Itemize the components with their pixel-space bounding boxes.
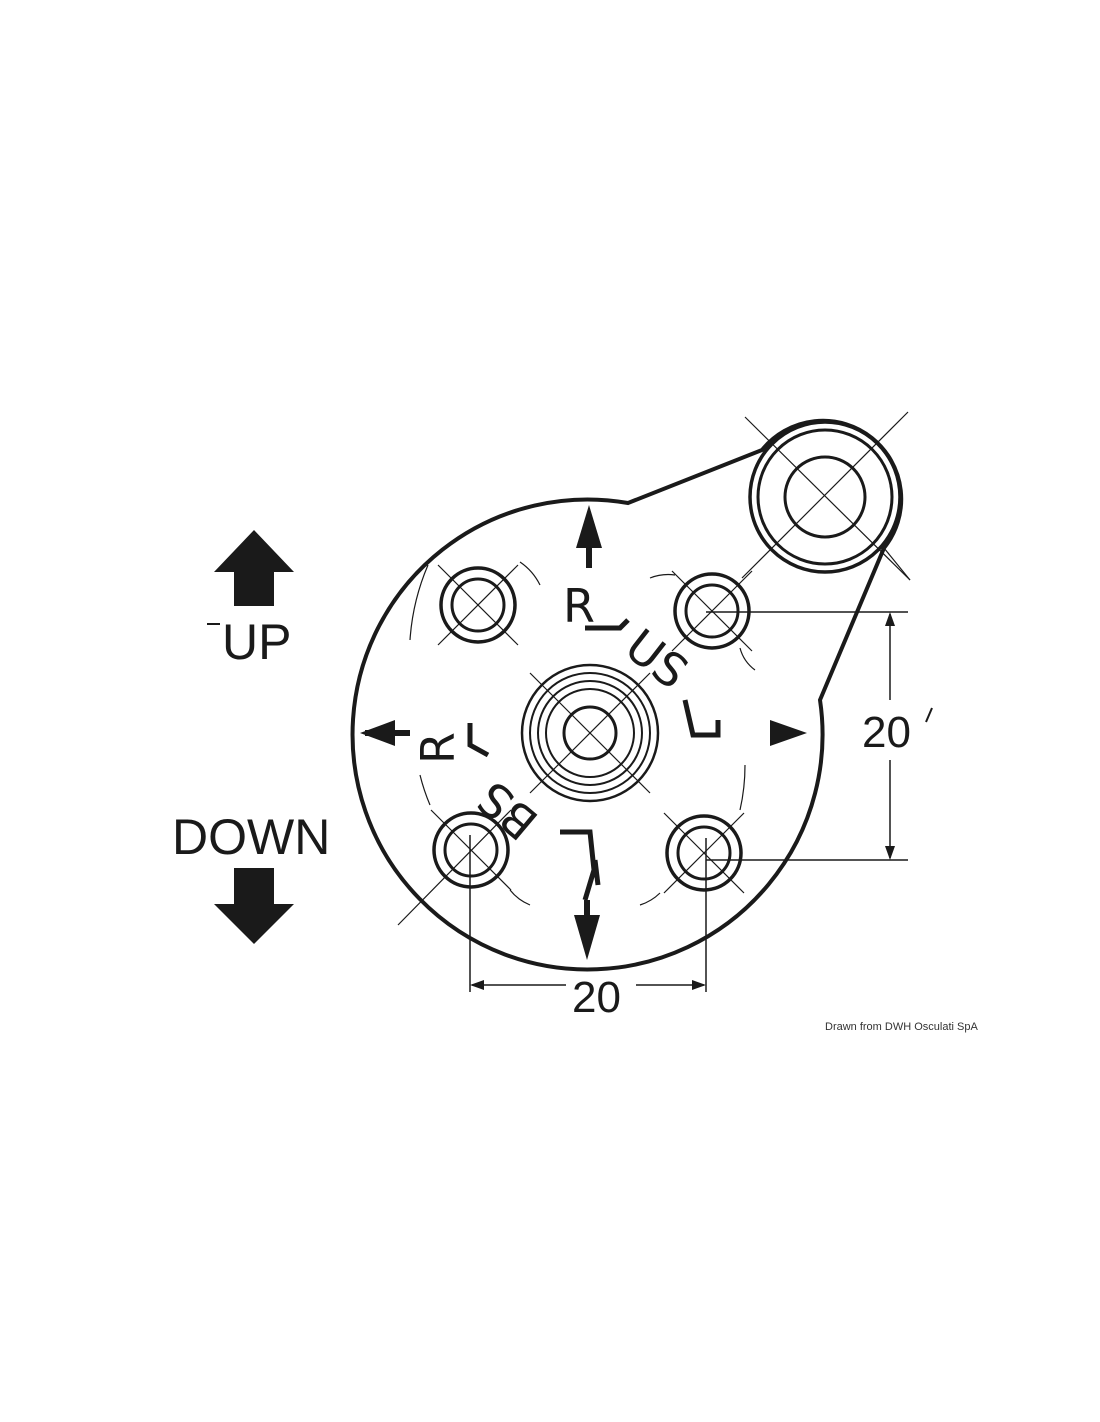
mounting-hole-top-right xyxy=(671,570,753,652)
pivot-boss xyxy=(741,411,911,581)
mounting-hole-bottom-left xyxy=(397,809,512,926)
plate-marking-top-r: R xyxy=(563,579,595,633)
up-label: UP xyxy=(222,614,291,670)
plate-marking-bs: BS xyxy=(467,771,548,851)
mounting-hole-bottom-right xyxy=(663,812,745,894)
dimension-lines xyxy=(469,611,908,992)
bolt-circle-arcs xyxy=(409,561,756,906)
dimension-horizontal: 20 xyxy=(572,973,621,1022)
credit-text: Drawn from DWH Osculati SpA xyxy=(825,1021,978,1033)
mounting-hole-top-left xyxy=(437,564,519,646)
arrow-down-icon xyxy=(214,868,294,944)
down-label: DOWN xyxy=(172,809,330,865)
plate-direction-arrows xyxy=(360,505,807,960)
dimension-vertical: 20 xyxy=(862,708,911,757)
arrow-up-icon xyxy=(214,530,294,606)
plate-marking-left-r: R xyxy=(411,732,465,764)
switch-brackets xyxy=(467,618,721,901)
center-spindle xyxy=(520,663,660,803)
